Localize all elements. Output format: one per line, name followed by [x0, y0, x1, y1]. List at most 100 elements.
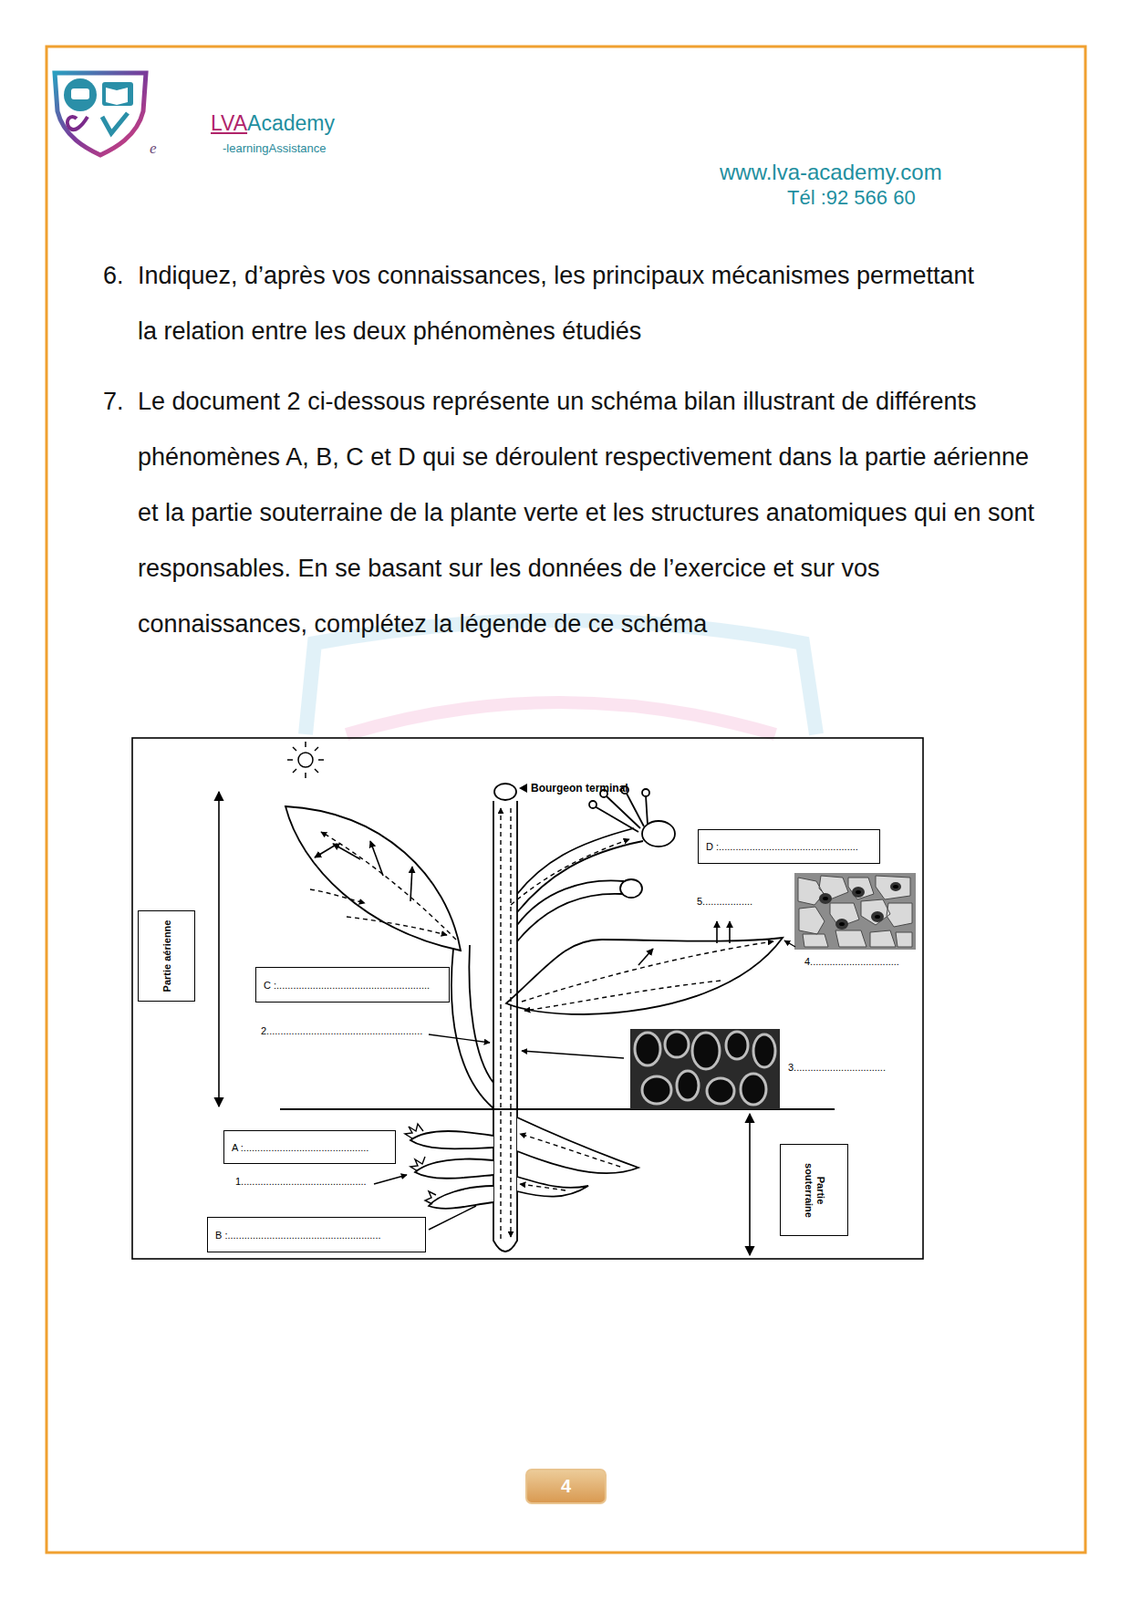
- plant-outline: [517, 1176, 589, 1197]
- box-text: C :.....................................…: [263, 979, 430, 991]
- epidermis-micrograph: [822, 896, 829, 901]
- xylem-micrograph: [726, 1031, 748, 1059]
- plant-outline: [415, 1159, 494, 1179]
- sun: [304, 772, 307, 779]
- plant-outline: [410, 1131, 494, 1149]
- leader-line: [428, 1205, 477, 1230]
- dimension-arrow: [218, 791, 750, 1256]
- transpiration-arrow: [370, 840, 384, 876]
- transpiration-arrow: [728, 921, 731, 944]
- brand-tagline: -learningAssistance: [222, 141, 326, 156]
- logo: [67, 116, 88, 130]
- region-box: Partie aérienne: [137, 910, 196, 1002]
- xylem-micrograph: [692, 1032, 720, 1069]
- sap-flow-arrow: [524, 980, 721, 1011]
- epidermis-micrograph: [871, 911, 884, 923]
- part-label: Bourgeon terminal: [530, 781, 629, 795]
- plant-outline: [517, 828, 634, 894]
- xylem-micrograph: [664, 1031, 689, 1058]
- sap-flow-arrow: [321, 831, 457, 940]
- bud-pointer: [518, 783, 528, 793]
- answer-box: D :.....................................…: [697, 829, 881, 864]
- question-number: 6.: [103, 248, 125, 304]
- diagram-frame: [132, 737, 924, 1259]
- epidermis-micrograph: [874, 914, 881, 919]
- epidermis-micrograph: [794, 872, 916, 950]
- logo: [54, 72, 146, 156]
- plant-outline: [517, 840, 644, 913]
- callout-number: 5..................: [696, 894, 753, 908]
- epidermis-micrograph: [835, 918, 849, 930]
- xylem-micrograph: [753, 1034, 776, 1068]
- plant-outline: [425, 1191, 436, 1204]
- box-text: B :.....................................…: [215, 1229, 382, 1241]
- sun: [292, 747, 297, 751]
- logo: [63, 78, 97, 112]
- sap-flow-arrow: [499, 808, 501, 1239]
- xylem-micrograph: [642, 1076, 672, 1104]
- xylem-micrograph: [706, 1078, 735, 1104]
- plant-outline: [428, 1185, 494, 1209]
- watermark: [346, 702, 776, 735]
- xylem-micrograph: [676, 1070, 699, 1100]
- brand-name: Academy: [247, 110, 335, 137]
- xylem-micrograph: [634, 1031, 776, 1105]
- logo: [102, 82, 134, 106]
- epidermis-micrograph: [855, 890, 862, 894]
- plant-outline: [451, 948, 494, 1109]
- plant-outline: [517, 893, 623, 942]
- callout-number: 4................................: [804, 954, 900, 968]
- sun: [314, 747, 319, 751]
- page-number: 4: [525, 1468, 607, 1505]
- sap-flow-arrow: [509, 808, 511, 1237]
- question-number: 7.: [103, 373, 125, 430]
- plant-outline: [410, 1156, 426, 1172]
- sun: [292, 768, 297, 773]
- epidermis-micrograph: [794, 872, 916, 950]
- xylem-micrograph: [630, 1028, 780, 1110]
- transpiration-arrow: [638, 948, 654, 965]
- box-text: 4: [560, 1475, 571, 1497]
- plant-outline: [494, 783, 517, 800]
- answer-box: B :.....................................…: [207, 1216, 426, 1253]
- answer-box: C :.....................................…: [255, 966, 450, 1003]
- phone-number: Tél :92 566 60: [787, 185, 916, 211]
- epidermis-micrograph: [839, 922, 845, 926]
- region-box: Partie souterraine: [779, 1143, 849, 1236]
- plant-outline: [493, 800, 518, 1252]
- transpiration-arrow: [314, 843, 338, 858]
- xylem-micrograph: [634, 1032, 661, 1066]
- bud-pointer: [518, 783, 528, 793]
- brand-name: LVA: [210, 110, 248, 137]
- dimension-arrow: [217, 791, 220, 1107]
- plant-outline: [620, 879, 643, 898]
- epidermis-micrograph: [851, 886, 865, 898]
- logo: [102, 113, 128, 134]
- sap-flow-arrow: [519, 1133, 621, 1167]
- plant-outline: [589, 800, 597, 809]
- sap-flow-arrow: [310, 889, 365, 903]
- logo-letter: e: [149, 138, 157, 158]
- plant-outline: [468, 944, 494, 1083]
- plant-outline: [404, 1123, 424, 1139]
- website-url: www.lva-academy.com: [719, 158, 943, 187]
- leader-line: [521, 1050, 624, 1059]
- epidermis-micrograph: [819, 892, 832, 904]
- question-text: Indiquez, d’après vos connaissances, les…: [137, 248, 986, 360]
- answer-box: A :.....................................…: [223, 1130, 396, 1164]
- epidermis-micrograph: [798, 875, 913, 947]
- logo: [54, 72, 146, 156]
- logo: [105, 87, 128, 105]
- plant-outline: [506, 937, 783, 1015]
- box-text: Partie souterraine: [802, 1153, 827, 1227]
- leader-line: [784, 940, 796, 947]
- plant-outline: [642, 788, 650, 797]
- xylem-micrograph: [630, 1028, 780, 1110]
- dimension-arrow: [748, 1113, 751, 1256]
- epidermis-micrograph: [890, 881, 902, 892]
- transpiration-arrow: [715, 921, 718, 944]
- sun: [298, 752, 313, 768]
- logo: [71, 88, 90, 100]
- transpiration-arrow: [314, 840, 730, 965]
